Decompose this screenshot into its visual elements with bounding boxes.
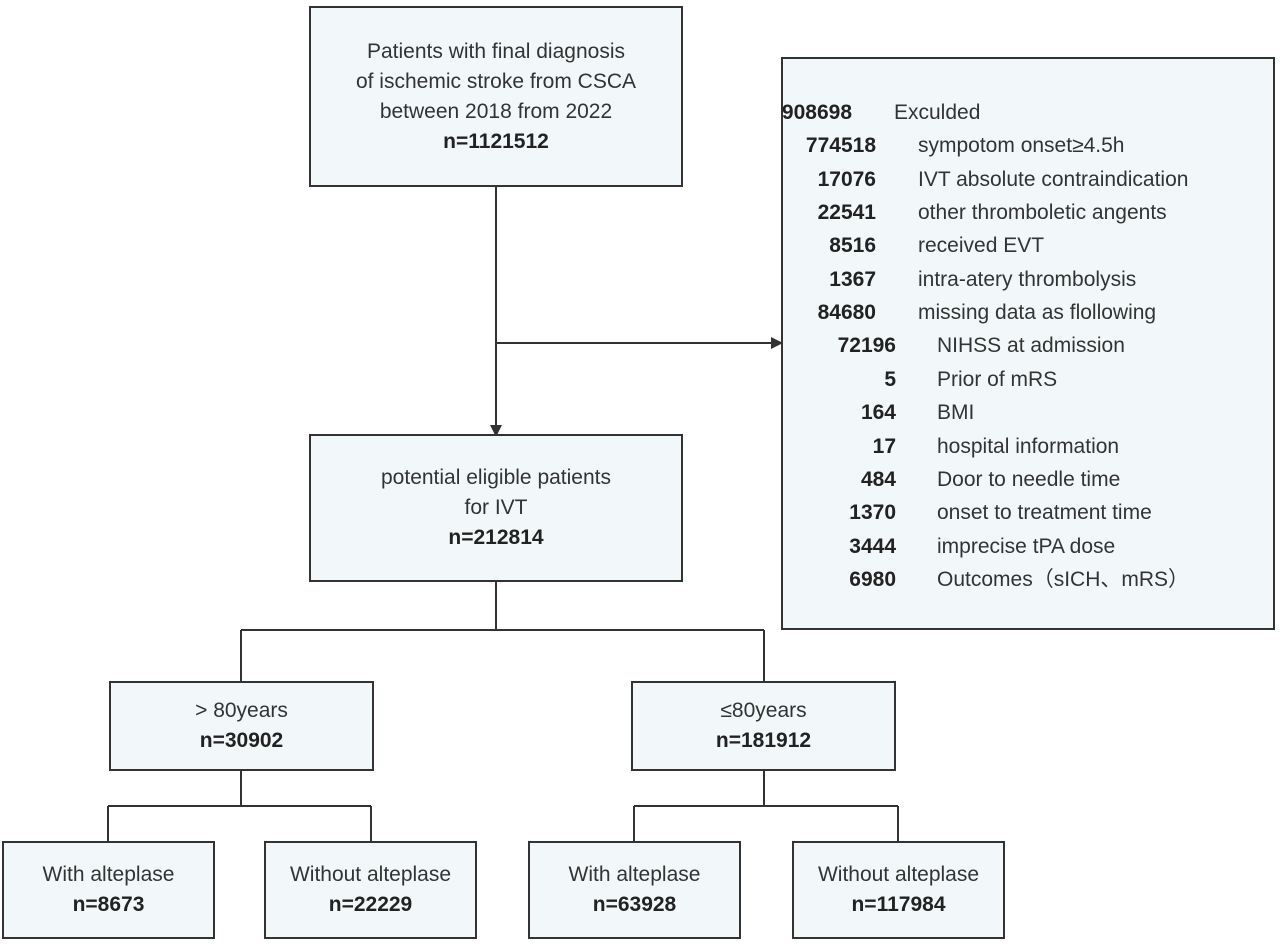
exclusion-label: missing data as flollowing — [918, 301, 1157, 325]
exclusion-row: 774518 sympotom onset≥4.5h — [783, 129, 1273, 162]
exclusion-count: 3444 — [849, 534, 896, 558]
exclusion-row: 72196 NIHSS at admission — [783, 329, 1273, 362]
exclusion-count: 5 — [884, 367, 896, 391]
exclusion-row: 17076 IVT absolute contraindication — [783, 163, 1273, 196]
exclusion-count: 1370 — [849, 501, 896, 525]
population-line-3: between 2018 from 2022 — [379, 99, 613, 123]
branch-eligible-to-age — [240, 581, 765, 682]
exclusion-row: 484 Door to needle time — [783, 463, 1273, 496]
eligible-line-2: for IVT — [464, 496, 528, 519]
exclusion-label: Exculded — [894, 101, 981, 124]
eligible-line-1: potential eligible patients — [381, 466, 611, 489]
branch-over-80 — [107, 770, 372, 842]
exclusion-label: intra-atery thrombolysis — [918, 267, 1137, 291]
exclusion-row: 3444 imprecise tPA dose — [783, 530, 1273, 563]
exclusion-count: 8516 — [829, 234, 876, 258]
exclusion-row: 6980 Outcomes（sICH、mRS） — [783, 563, 1273, 596]
exclusion-count: 908698 — [781, 101, 852, 124]
exclusion-count: 6980 — [849, 567, 896, 591]
study-population-box: Patients with final diagnosis of ischemi… — [309, 6, 683, 187]
exclusion-label: Outcomes（sICH、mRS） — [937, 567, 1190, 591]
over-80-with-alteplase-label: With alteplase — [42, 863, 175, 886]
over-80-with-alteplase-count: n=8673 — [72, 893, 145, 916]
excluded-box: 908698 Exculded 774518 sympotom onset≥4.5h 1… — [781, 57, 1275, 630]
exclusion-label: received EVT — [918, 234, 1045, 258]
age-80-or-under-box: ≤80years n=181912 — [631, 681, 896, 771]
population-count: n=1121512 — [443, 129, 549, 153]
exclusion-label: imprecise tPA dose — [937, 534, 1116, 558]
eligible-patients-box: potential eligible patients for IVT n=21… — [309, 434, 683, 582]
exclusion-label: other thromboletic angents — [918, 201, 1167, 225]
exclusion-row: 8516 received EVT — [783, 229, 1273, 262]
over-80-with-alteplase-box: With alteplase n=8673 — [2, 841, 215, 939]
exclusion-count: 1367 — [829, 267, 876, 291]
age-over-80-box: > 80years n=30902 — [109, 681, 374, 771]
branch-under-80 — [633, 770, 899, 842]
exclusion-count: 774518 — [805, 134, 876, 158]
exclusion-label: Door to needle time — [937, 467, 1121, 491]
exclusion-row: 164 BMI — [783, 396, 1273, 429]
over-80-without-alteplase-label: Without alteplase — [289, 863, 452, 886]
population-line-1: Patients with final diagnosis — [367, 39, 625, 63]
under-80-without-alteplase-box: Without alteplase n=117984 — [792, 841, 1005, 939]
exclusion-count: 17 — [872, 434, 896, 458]
under-80-with-alteplase-count: n=63928 — [592, 893, 677, 916]
eligible-count: n=212814 — [448, 526, 544, 549]
under-80-without-alteplase-label: Without alteplase — [817, 863, 980, 886]
exclusion-count: 84680 — [817, 301, 876, 325]
age-over-80-label: > 80years — [195, 699, 288, 722]
exclusion-label: sympotom onset≥4.5h — [918, 134, 1125, 158]
population-line-2: of ischemic stroke from CSCA — [355, 69, 637, 93]
exclusion-label: IVT absolute contraindication — [918, 167, 1189, 191]
exclusion-label: BMI — [937, 401, 975, 425]
exclusion-row: 17 hospital information — [783, 430, 1273, 463]
exclusion-row: 1367 intra-atery thrombolysis — [783, 263, 1273, 296]
exclusion-label: onset to treatment time — [937, 501, 1152, 525]
exclusion-label: NIHSS at admission — [937, 334, 1125, 358]
exclusion-row: 22541 other thromboletic angents — [783, 196, 1273, 229]
age-80-or-under-label: ≤80years — [720, 699, 807, 722]
exclusion-label: Prior of mRS — [937, 367, 1058, 391]
exclusion-label: hospital information — [937, 434, 1120, 458]
under-80-with-alteplase-box: With alteplase n=63928 — [528, 841, 741, 939]
over-80-without-alteplase-count: n=22229 — [328, 893, 413, 916]
exclusion-row: 908698 Exculded — [781, 96, 1273, 129]
under-80-with-alteplase-label: With alteplase — [568, 863, 701, 886]
exclusion-count: 72196 — [837, 334, 896, 358]
under-80-without-alteplase-count: n=117984 — [851, 893, 946, 916]
over-80-without-alteplase-box: Without alteplase n=22229 — [264, 841, 477, 939]
age-over-80-count: n=30902 — [199, 729, 284, 752]
exclusion-count: 17076 — [817, 167, 876, 191]
exclusion-count: 22541 — [817, 201, 876, 225]
exclusion-row: 84680 missing data as flollowing — [783, 296, 1273, 329]
exclusion-row: 1370 onset to treatment time — [783, 496, 1273, 529]
exclusion-count: 484 — [860, 467, 896, 491]
age-80-or-under-count: n=181912 — [715, 729, 812, 752]
exclusion-count: 164 — [860, 401, 896, 425]
exclusion-row: 5 Prior of mRS — [783, 363, 1273, 396]
